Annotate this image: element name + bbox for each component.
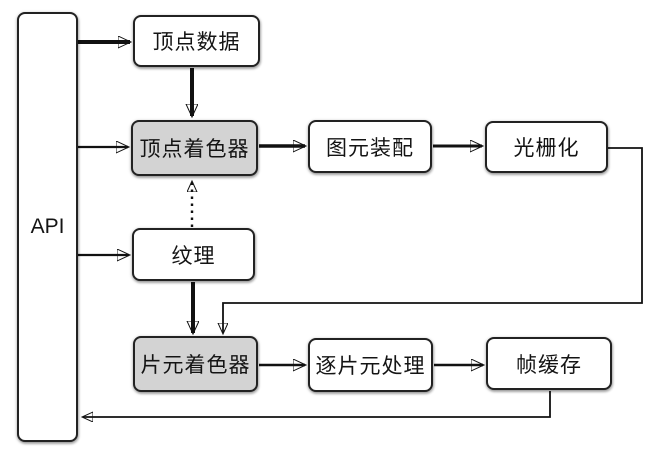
node-fragment-shader: 片元着色器 [133, 336, 258, 392]
node-vertex-data: 顶点数据 [133, 15, 260, 67]
node-texture: 纹理 [132, 228, 255, 281]
node-framebuffer: 帧缓存 [486, 337, 612, 390]
edge-rasterization-fragment-shader [223, 147, 643, 333]
node-api: API [17, 12, 78, 442]
node-per-fragment-ops: 逐片元处理 [308, 338, 433, 392]
node-vertex-shader: 顶点着色器 [131, 120, 258, 176]
node-primitive-assembly: 图元装配 [308, 120, 432, 173]
edge-framebuffer-api [83, 391, 551, 417]
node-rasterization: 光栅化 [485, 121, 608, 173]
